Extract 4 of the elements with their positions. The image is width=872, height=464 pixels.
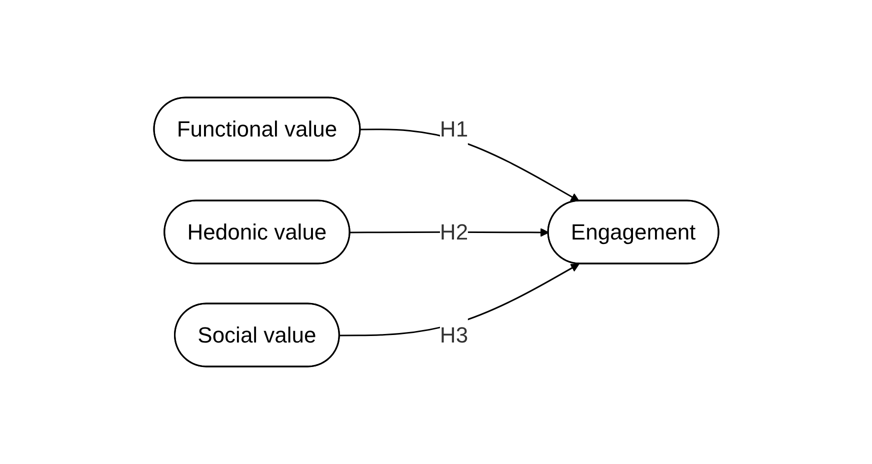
arrow (339, 264, 580, 336)
edge-label: H1 (440, 116, 468, 142)
edge-label: H2 (440, 220, 468, 244)
edge-label: H3 (440, 322, 468, 348)
